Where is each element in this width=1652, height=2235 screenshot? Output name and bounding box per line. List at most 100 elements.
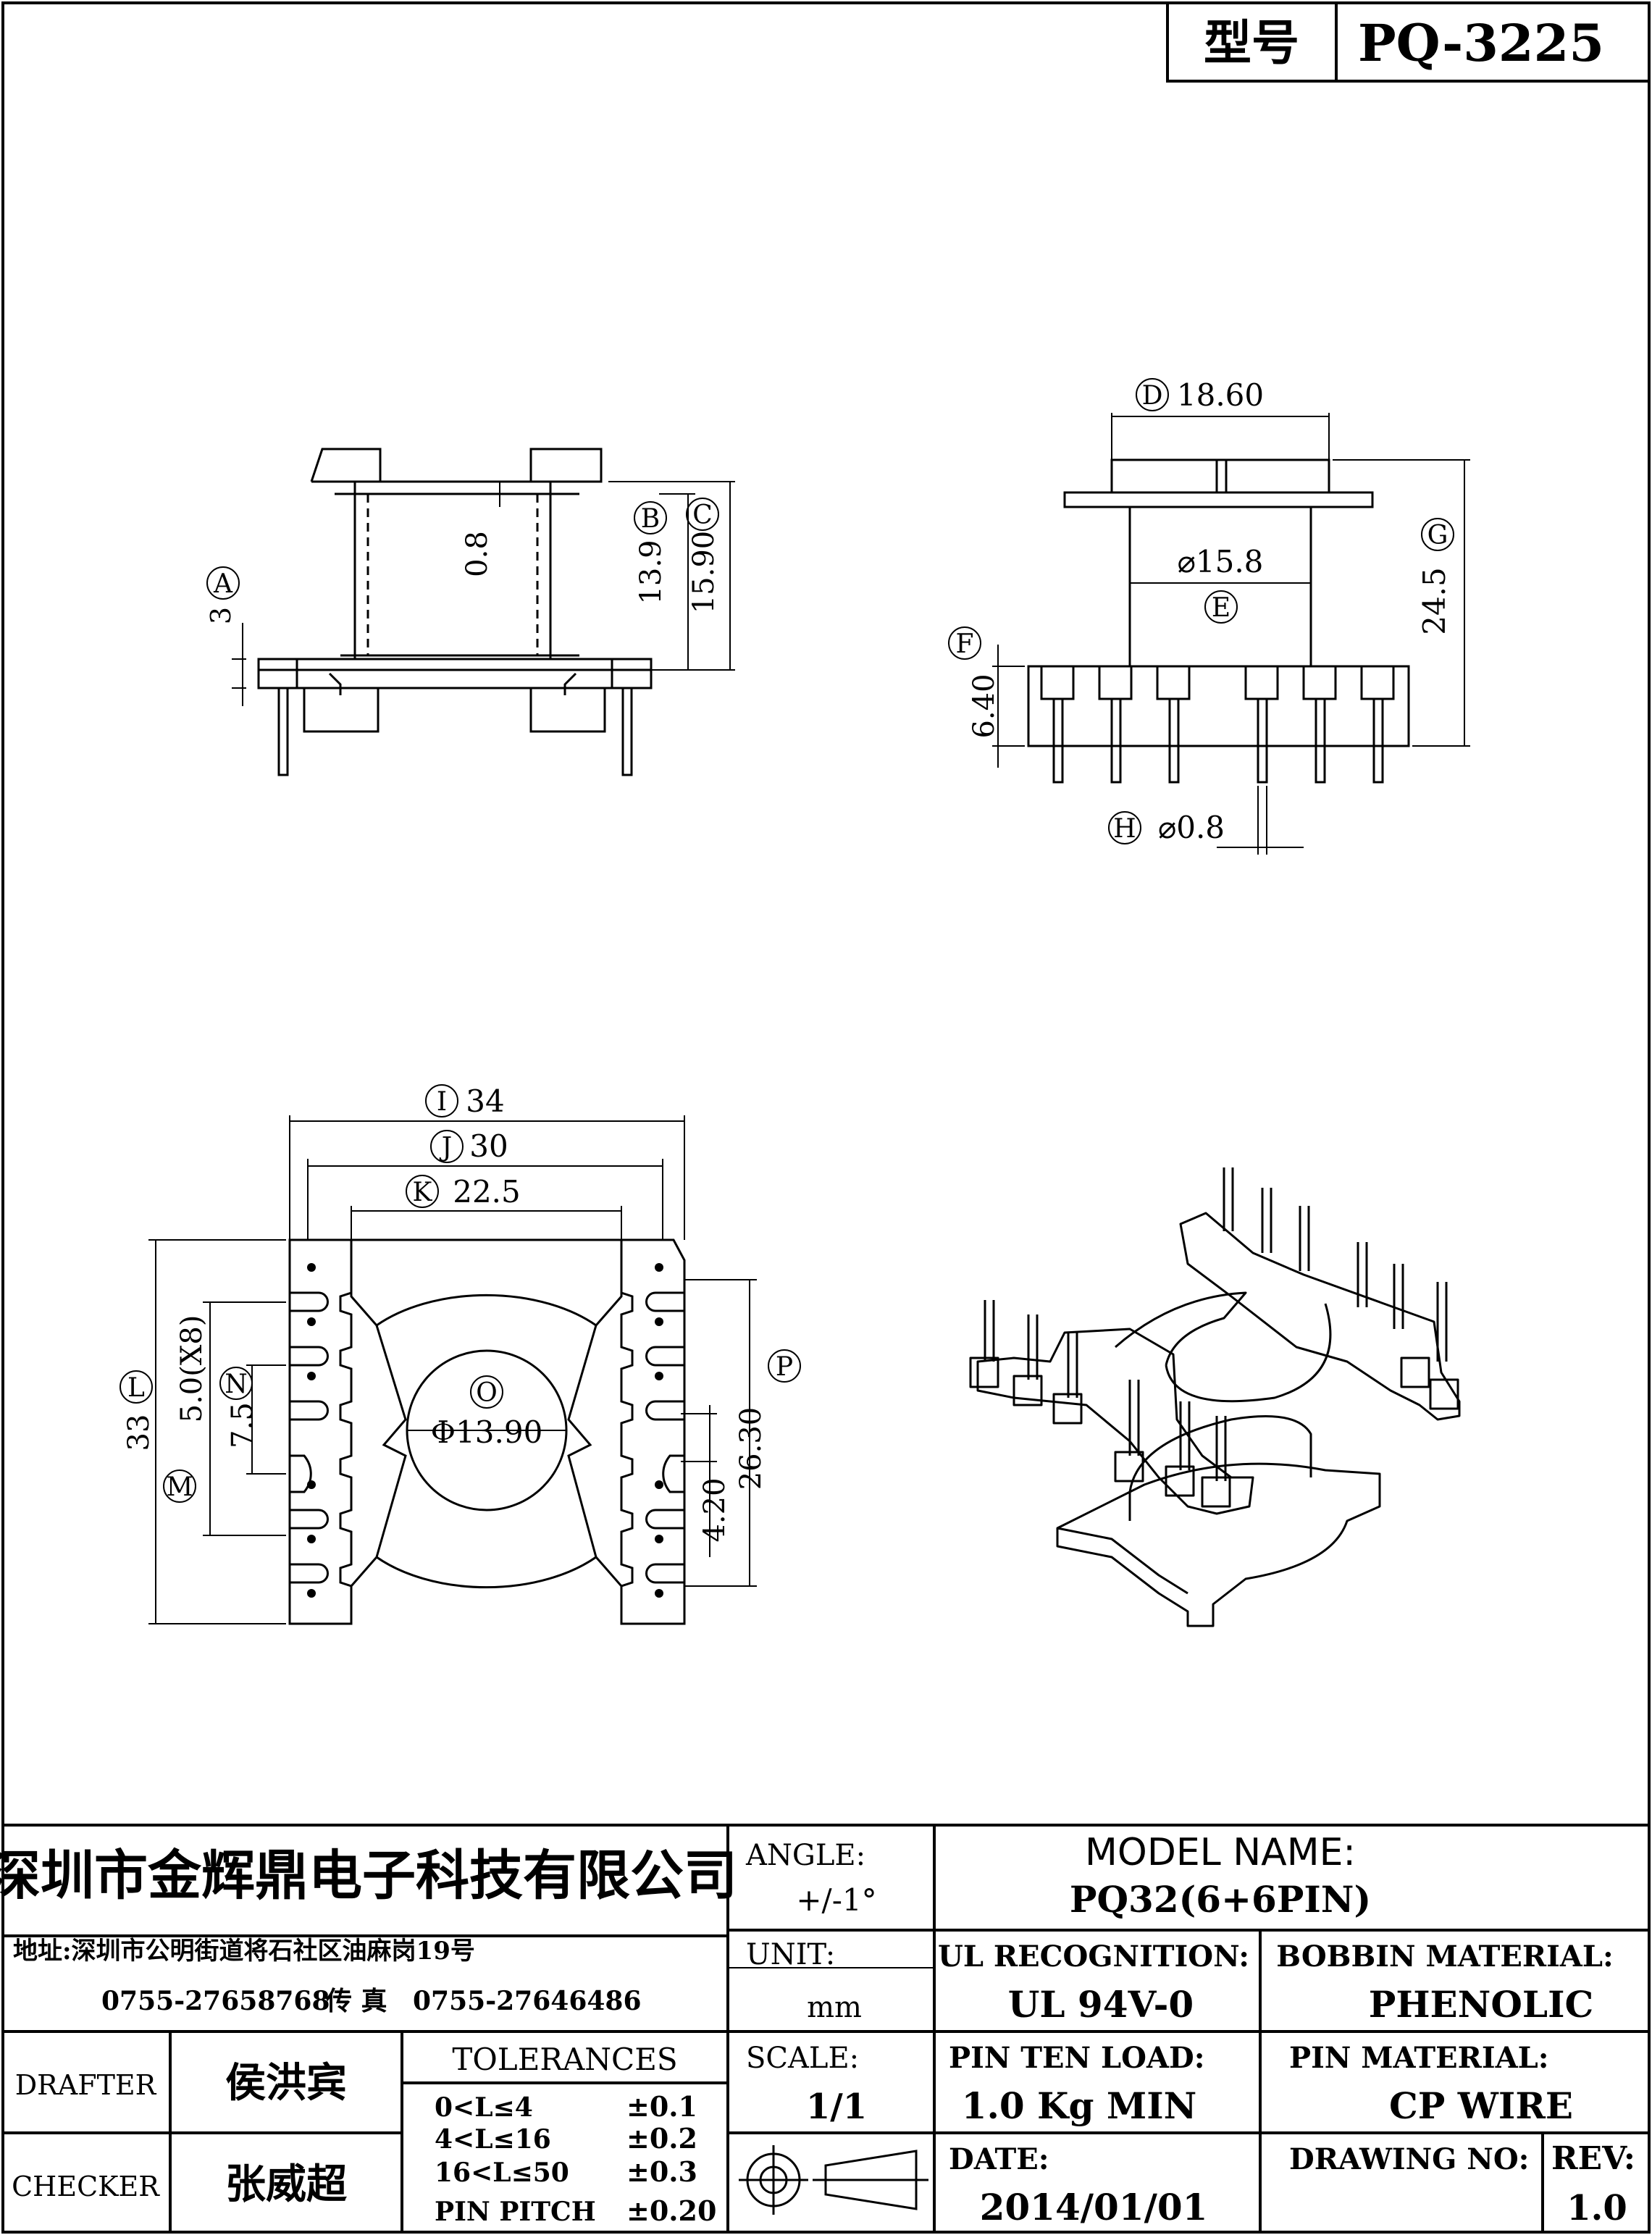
svg-text:G: G — [1427, 521, 1448, 550]
dim-P-value: 26.30 — [734, 1407, 768, 1490]
tolerance-value: ±0.3 — [626, 2155, 697, 2188]
dim-wall-value: 0.8 — [461, 531, 494, 577]
callout-I — [425, 1084, 458, 1118]
tolerance-value: ±0.1 — [626, 2090, 697, 2123]
model-name-label: MODEL NAME: — [1085, 1831, 1356, 1874]
model-label: 型号 — [1204, 14, 1299, 71]
callout-O — [470, 1375, 503, 1409]
dim-D-value: 18.60 — [1177, 377, 1264, 413]
svg-text:I: I — [437, 1087, 447, 1117]
company-phone: 0755-27658768 — [101, 1986, 330, 2016]
unit-value: mm — [807, 1991, 862, 2024]
dim-O-value: Φ13.90 — [431, 1414, 543, 1450]
dim-N-value: 7.5 — [226, 1402, 259, 1448]
tolerance-range: 4<L≤16 — [435, 2124, 551, 2155]
callout-B — [634, 501, 667, 534]
svg-text:M: M — [167, 1472, 193, 1502]
dim-E-value: ⌀15.8 — [1178, 544, 1264, 579]
callout-G — [1421, 518, 1454, 551]
svg-text:O: O — [476, 1378, 498, 1408]
svg-text:P: P — [776, 1352, 793, 1382]
dim-J-value: 30 — [469, 1128, 508, 1164]
bobbin-material-label: BOBBIN MATERIAL: — [1276, 1940, 1613, 1974]
callout-P — [768, 1349, 801, 1383]
checker-label: CHECKER — [12, 2171, 160, 2202]
front-view — [992, 413, 1470, 855]
model-value: PQ-3225 — [1358, 13, 1604, 73]
callout-K — [406, 1175, 439, 1208]
dim-M-value: 5.0(X8) — [175, 1315, 209, 1423]
svg-text:L: L — [127, 1373, 145, 1403]
tolerance-range: 0<L≤4 — [435, 2092, 533, 2123]
company-fax: 0755-27646486 — [413, 1986, 642, 2016]
tolerance-value: ±0.20 — [626, 2194, 716, 2227]
angle-label: ANGLE: — [745, 1839, 865, 1872]
tolerance-range: PIN PITCH — [435, 2197, 596, 2227]
pin-load-label: PIN TEN LOAD: — [949, 2041, 1204, 2075]
callout-J — [430, 1130, 464, 1163]
scale-label: SCALE: — [746, 2042, 859, 2075]
tolerance-value: ±0.2 — [626, 2122, 697, 2155]
side-view-labels: A 3 0.8 B 13.9 C 15.90 — [205, 498, 721, 624]
bottom-view — [148, 1115, 757, 1625]
svg-text:H: H — [1113, 814, 1136, 844]
pin-material-label: PIN MATERIAL: — [1289, 2041, 1549, 2075]
callout-F — [948, 626, 981, 660]
ul-label: UL RECOGNITION: — [938, 1940, 1249, 1974]
svg-text:J: J — [439, 1133, 452, 1162]
dim-gap-value: 4.20 — [698, 1477, 731, 1542]
dim-L-value: 33 — [122, 1414, 156, 1451]
company-name: 深圳市金辉鼎电子科技有限公司 — [0, 1845, 737, 1907]
svg-text:F: F — [956, 629, 974, 659]
dim-K-value: 22.5 — [453, 1174, 521, 1209]
dim-H-value: ⌀0.8 — [1158, 810, 1225, 845]
bottom-view-pin-holes — [307, 1263, 663, 1598]
callout-A — [206, 566, 240, 600]
ul-value: UL 94V-0 — [1008, 1983, 1194, 2026]
bobbin-material-value: PHENOLIC — [1369, 1983, 1594, 2026]
model-name-value: PQ32(6+6PIN) — [1070, 1878, 1371, 1921]
tolerance-range: 16<L≤50 — [435, 2158, 569, 2188]
company-address: 地址:深圳市公明街道将石社区油麻岗19号 — [13, 1937, 475, 1966]
tolerances-table: 0<L≤4 ±0.1 4<L≤16 ±0.2 16<L≤50 ±0.3 PIN … — [435, 2090, 716, 2227]
svg-text:K: K — [413, 1178, 433, 1207]
callout-N — [219, 1367, 253, 1400]
dim-I-value: 34 — [466, 1083, 504, 1119]
svg-text:A: A — [213, 569, 233, 599]
svg-text:C: C — [692, 500, 713, 530]
svg-text:N: N — [225, 1370, 248, 1399]
title-block-text: 深圳市金辉鼎电子科技有限公司 地址:深圳市公明街道将石社区油麻岗19号 0755… — [0, 1831, 1635, 2228]
dim-A-value: 3 — [205, 607, 237, 624]
dim-C-value: 15.90 — [687, 531, 721, 614]
callout-L — [120, 1370, 153, 1404]
svg-text:B: B — [641, 504, 660, 534]
rev-value: 1.0 — [1567, 2188, 1627, 2228]
callout-C — [686, 498, 719, 531]
checker-name: 张威超 — [225, 2160, 348, 2208]
dim-F-value: 6.40 — [968, 674, 1001, 738]
unit-label: UNIT: — [746, 1938, 835, 1971]
isometric-view — [969, 1167, 1461, 1627]
projection-symbol-icon — [739, 2145, 928, 2215]
svg-text:E: E — [1212, 593, 1230, 623]
drawing-no-label: DRAWING NO: — [1289, 2142, 1529, 2176]
dim-B-value: 13.9 — [634, 540, 668, 604]
dim-G-value: 24.5 — [1417, 567, 1452, 635]
pin-load-value: 1.0 Kg MIN — [962, 2084, 1197, 2127]
tolerances-label: TOLERANCES — [452, 2042, 677, 2077]
rev-label: REV: — [1551, 2140, 1635, 2177]
callout-M — [163, 1469, 196, 1503]
callout-D — [1136, 378, 1169, 411]
model-header: 型号 PQ-3225 — [1166, 1, 1651, 83]
bottom-view-labels: I 34 J 30 K 22.5 L 33 M 5.0(X8) N 7.5 O … — [120, 1083, 801, 1543]
pin-material-value: CP WIRE — [1389, 2084, 1573, 2127]
drafter-label: DRAFTER — [15, 2069, 157, 2101]
svg-text:D: D — [1142, 381, 1163, 411]
scale-value: 1/1 — [806, 2087, 867, 2127]
fax-label: 传 真 — [325, 1986, 387, 2016]
date-label: DATE: — [949, 2142, 1049, 2176]
date-value: 2014/01/01 — [980, 2186, 1208, 2228]
angle-value: +/-1° — [796, 1882, 876, 1918]
